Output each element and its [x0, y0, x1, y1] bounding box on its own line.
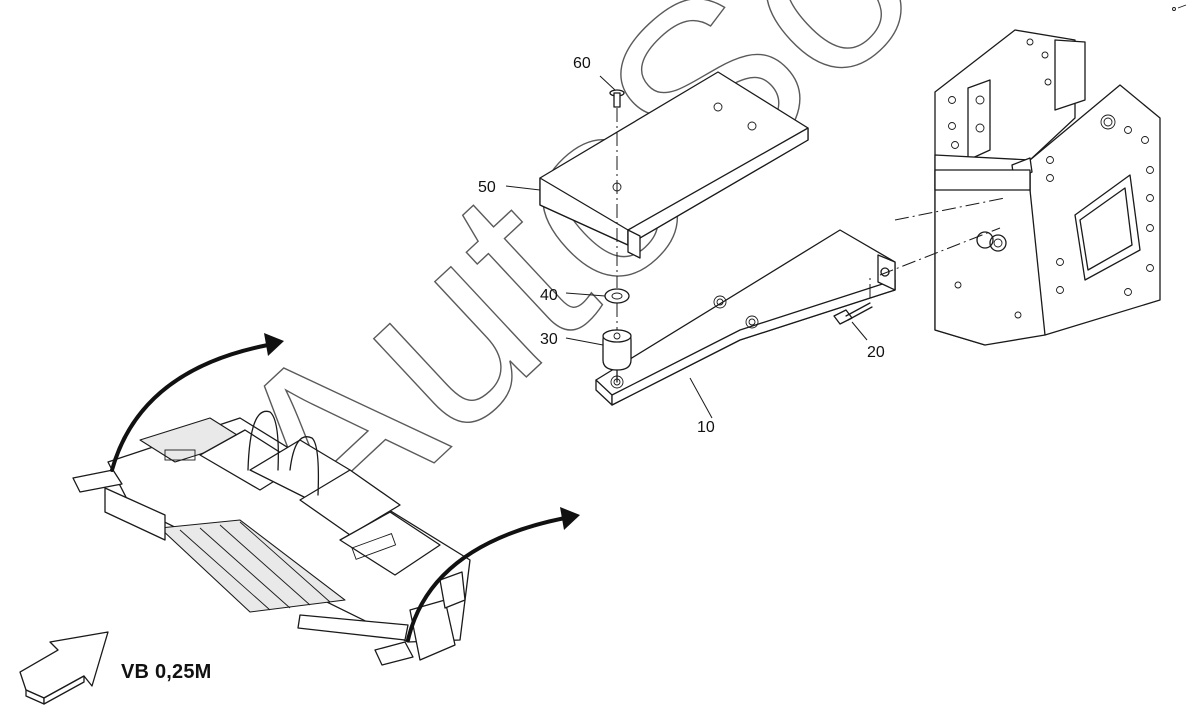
rotation-arrowhead-right: [560, 507, 580, 530]
callout-30: 30: [540, 331, 558, 348]
rotation-arrow-right: [406, 516, 567, 642]
screw-part-60: [609, 89, 625, 108]
callout-10: 10: [697, 419, 715, 436]
callout-50: 50: [478, 179, 496, 196]
washer-part-40: [604, 288, 630, 304]
view-caption: VB 0,25M: [121, 661, 212, 683]
callout-20: 20: [867, 344, 885, 361]
rotation-arrow-left: [110, 343, 270, 472]
callout-40: 40: [540, 287, 558, 304]
corner-mark: [1172, 4, 1187, 11]
rotation-arrows: [110, 333, 580, 642]
cover-plate-part-50: [539, 71, 809, 259]
callout-60: 60: [573, 55, 591, 72]
leader-lines: [505, 75, 868, 419]
view-direction-arrow-icon: [19, 631, 109, 705]
base-bracket-part-10: [595, 229, 896, 406]
machine-overview: [72, 410, 471, 666]
assembly-centerlines: [616, 108, 1006, 330]
rotation-arrowhead-left: [264, 333, 284, 356]
mounting-frame: [934, 29, 1161, 346]
bolt-part-20: [833, 302, 873, 325]
callouts: 60 50 40 30 20 10: [478, 55, 885, 436]
